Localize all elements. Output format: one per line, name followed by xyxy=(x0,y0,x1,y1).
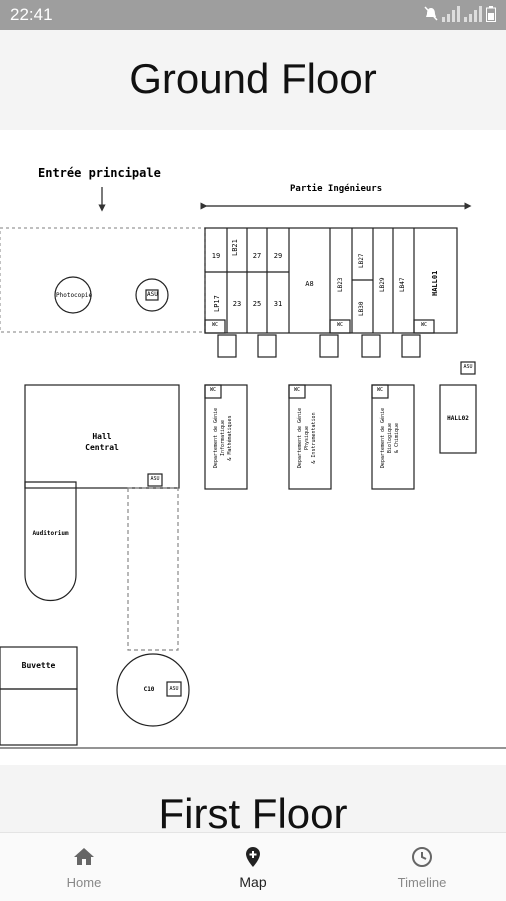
auditorium[interactable]: Auditorium xyxy=(32,530,69,537)
engineers-label: Partie Ingénieurs xyxy=(290,184,383,194)
room-a8[interactable]: A8 xyxy=(305,280,314,288)
room-hall01[interactable]: HALL01 xyxy=(431,270,439,296)
floor-plan xyxy=(0,187,506,749)
buvette[interactable]: Buvette xyxy=(21,661,56,670)
room-lb21[interactable]: LB21 xyxy=(231,239,239,256)
first-floor-title: First Floor xyxy=(158,790,348,837)
asu-label-3: ASU xyxy=(150,476,160,482)
nav-home-label: Home xyxy=(66,875,102,890)
home-icon xyxy=(74,848,94,865)
bottom-navigation: Home Map Timeline xyxy=(0,832,506,901)
dept-biologique[interactable]: Departement de Génie Biologique & Chimiq… xyxy=(380,390,401,486)
dept-info-math[interactable]: Departement de Génie Informatique & Math… xyxy=(213,390,234,486)
nav-timeline[interactable]: Timeline xyxy=(338,833,506,901)
signal-icon-2 xyxy=(464,6,482,22)
dept-physique-line1: Departement de Génie xyxy=(297,407,303,469)
room-19[interactable]: 19 xyxy=(211,252,221,260)
asu-label-4: ASU xyxy=(169,686,179,692)
room-lb27[interactable]: LB27 xyxy=(358,253,365,268)
room-lb30[interactable]: LB30 xyxy=(358,301,365,316)
floor-map[interactable]: Entrée principale Partie Ingénieurs Phot… xyxy=(0,130,506,765)
room-hall02[interactable]: HALL02 xyxy=(447,415,469,422)
dept-bio-line2: Biologique xyxy=(387,422,393,454)
status-bar: 22:41 xyxy=(0,0,506,30)
room-25[interactable]: 25 xyxy=(252,300,262,308)
wc-label-6: WC xyxy=(376,387,384,393)
wc-label-1: WC xyxy=(211,322,219,328)
room-lb29[interactable]: LB29 xyxy=(379,277,386,292)
nav-map-label: Map xyxy=(239,874,267,890)
dept-info-math-line1: Departement de Génie xyxy=(213,407,219,469)
room-29[interactable]: 29 xyxy=(273,252,283,260)
status-time: 22:41 xyxy=(10,5,53,24)
wc-label-5: WC xyxy=(293,387,301,393)
status-icons xyxy=(424,6,496,22)
asu-label: ASU xyxy=(147,291,158,298)
hall-central-line2: Central xyxy=(85,443,119,452)
hall-central[interactable]: Hall Central xyxy=(25,431,179,453)
wc-label-3: WC xyxy=(420,322,428,328)
room-31[interactable]: 31 xyxy=(273,300,283,308)
photocopie-label: Photocopie xyxy=(56,292,93,299)
signal-icon xyxy=(442,6,460,22)
mute-icon xyxy=(424,6,438,21)
dept-physique[interactable]: Departement de Génie Physique & Instrume… xyxy=(297,390,318,486)
dept-info-math-line2: Informatique xyxy=(220,419,226,457)
nav-map[interactable]: Map xyxy=(169,833,337,901)
room-lb23[interactable]: LB23 xyxy=(337,277,344,292)
nav-home[interactable]: Home xyxy=(0,833,168,901)
map-pin-icon xyxy=(246,847,260,867)
dept-physique-line3: & Instrumentation xyxy=(311,412,317,464)
nav-timeline-label: Timeline xyxy=(397,875,447,890)
asu-label-2: ASU xyxy=(463,364,473,370)
entrance-label: Entrée principale xyxy=(38,166,161,180)
clock-icon xyxy=(412,847,432,867)
room-27[interactable]: 27 xyxy=(252,252,262,260)
room-23[interactable]: 23 xyxy=(232,300,242,308)
ground-floor-title: Ground Floor xyxy=(129,55,377,102)
room-lp17[interactable]: LP17 xyxy=(213,295,221,312)
battery-icon xyxy=(486,6,496,22)
dept-info-math-line3: & Mathématiques xyxy=(227,415,233,461)
wc-label-4: WC xyxy=(209,387,217,393)
hall-central-line1: Hall xyxy=(92,432,112,441)
room-c10[interactable]: C10 xyxy=(143,686,155,693)
dept-physique-line2: Physique xyxy=(304,425,310,451)
wc-label-2: WC xyxy=(336,322,344,328)
dept-bio-line3: & Chimique xyxy=(394,422,400,454)
room-lb47[interactable]: LB47 xyxy=(399,277,406,292)
dept-bio-line1: Departement de Génie xyxy=(380,407,386,469)
